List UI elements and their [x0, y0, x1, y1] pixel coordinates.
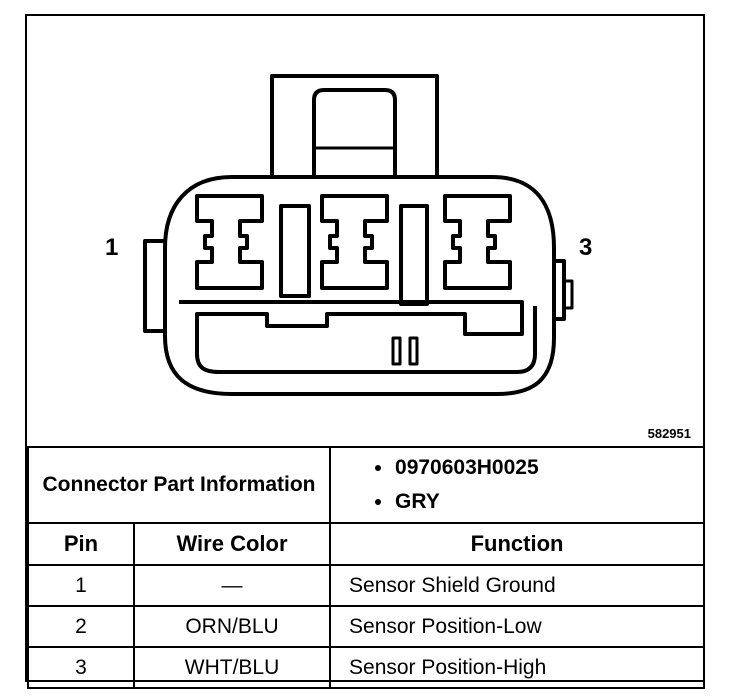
latch-inner [312, 88, 397, 176]
left-key [143, 239, 165, 333]
polarization-mark-1 [391, 336, 402, 366]
slot-right [399, 204, 429, 306]
latch-tab [270, 74, 439, 176]
function-cell: Sensor Position-High [329, 646, 706, 689]
figure-number: 582951 [647, 426, 691, 441]
connector-frame: 1 3 582951 Connector Part Information 09… [25, 14, 706, 689]
terminal-cavity-1 [195, 194, 264, 290]
header-function: Function [329, 522, 706, 566]
pin-cell: 2 [27, 605, 135, 648]
table-row: 1 — Sensor Shield Ground [27, 564, 706, 607]
connector-body [163, 175, 556, 396]
wire-color-cell: ORN/BLU [132, 605, 332, 648]
table-header-row: Pin Wire Color Function [27, 522, 706, 566]
table-row: 3 WHT/BLU Sensor Position-High [27, 646, 706, 689]
header-pin: Pin [27, 522, 135, 566]
connector-part-label: Connector Part Information [26, 446, 332, 524]
wire-color-cell: WHT/BLU [132, 646, 332, 689]
connector-part-row: Connector Part Information 0970603H0025 … [26, 446, 706, 524]
header-wire-color: Wire Color [132, 522, 332, 566]
list-item: GRY [375, 485, 703, 519]
pin-cell: 1 [27, 564, 135, 607]
right-key [554, 259, 566, 321]
connector-face-diagram [143, 74, 574, 396]
part-number: 0970603H0025 [395, 456, 539, 479]
wire-color-cell: — [132, 564, 332, 607]
bullet-icon [375, 465, 382, 471]
slot-left [279, 204, 311, 298]
list-item: 0970603H0025 [375, 451, 703, 485]
polarization-mark-2 [408, 336, 419, 366]
connector-info-table: Connector Part Information 0970603H0025 … [26, 446, 706, 689]
bullet-icon [375, 499, 382, 505]
connector-part-values: 0970603H0025 GRY [329, 446, 706, 524]
connector-color: GRY [395, 490, 440, 513]
inner-ledge [179, 300, 537, 374]
function-cell: Sensor Position-Low [329, 605, 706, 648]
terminal-cavity-3 [443, 194, 512, 290]
function-cell: Sensor Shield Ground [329, 564, 706, 607]
pin-3-label: 3 [579, 234, 593, 261]
pin-1-label: 1 [105, 234, 119, 261]
pin-cell: 3 [27, 646, 135, 689]
terminal-cavity-2 [320, 194, 389, 290]
table-row: 2 ORN/BLU Sensor Position-Low [27, 605, 706, 648]
